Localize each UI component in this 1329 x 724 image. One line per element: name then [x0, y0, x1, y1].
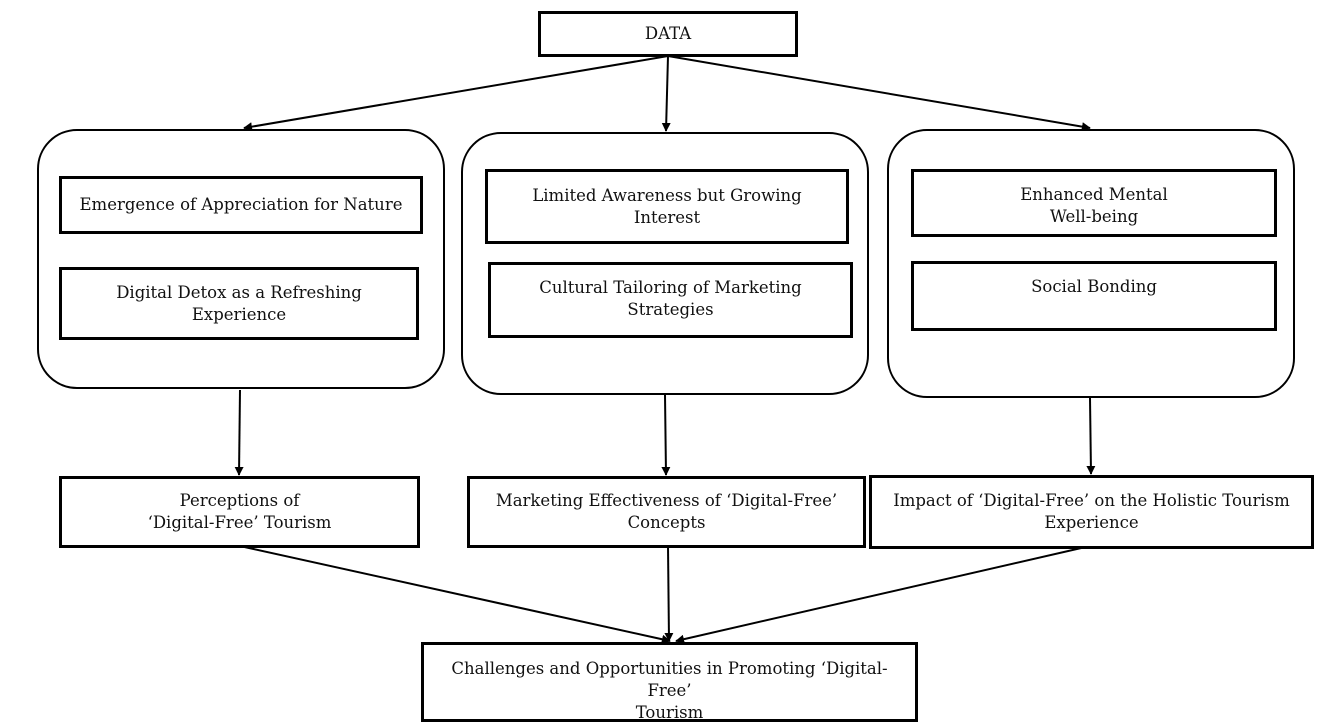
arrow-data-to-group-1 — [243, 55, 669, 132]
outcome-box-perceptions: Perceptions of ‘Digital-Free’ Tourism — [59, 476, 420, 548]
theme-box-social-bonding: Social Bonding — [911, 261, 1277, 331]
arrow-data-to-group-3 — [667, 55, 1091, 132]
outcome-box-holistic-impact: Impact of ‘Digital-Free’ on the Holistic… — [869, 475, 1314, 549]
theme-group-perceptions — [37, 129, 445, 389]
theme-box-mental-wellbeing: Enhanced Mental Well-being — [911, 169, 1277, 237]
data-root-node: DATA — [538, 11, 798, 57]
outcome-box-marketing-effectiveness: Marketing Effectiveness of ‘Digital-Free… — [467, 476, 866, 548]
outcome-label: Marketing Effectiveness of ‘Digital-Free… — [495, 491, 838, 532]
data-root-label: DATA — [644, 24, 692, 43]
arrow-group-3-to-outcome-3 — [1086, 397, 1096, 475]
theme-label: Limited Awareness but Growing Interest — [532, 186, 802, 227]
arrow-group-1-to-outcome-1 — [234, 389, 244, 476]
final-box-challenges-opportunities: Challenges and Opportunities in Promotin… — [421, 642, 918, 722]
final-label: Challenges and Opportunities in Promotin… — [451, 659, 888, 722]
theme-box-limited-awareness: Limited Awareness but Growing Interest — [485, 169, 849, 244]
arrow-group-2-to-outcome-2 — [661, 394, 671, 476]
arrow-outcome-1-to-final — [239, 545, 671, 644]
theme-label: Emergence of Appreciation for Nature — [79, 195, 403, 214]
theme-label: Social Bonding — [1031, 277, 1157, 296]
arrow-data-to-group-2 — [661, 55, 671, 132]
theme-label: Enhanced Mental Well-being — [1020, 185, 1168, 226]
theme-box-appreciation-nature: Emergence of Appreciation for Nature — [59, 176, 423, 234]
outcome-label: Impact of ‘Digital-Free’ on the Holistic… — [893, 491, 1290, 532]
theme-label: Digital Detox as a Refreshing Experience — [116, 283, 362, 324]
arrow-outcome-2-to-final — [664, 545, 674, 642]
theme-box-digital-detox: Digital Detox as a Refreshing Experience — [59, 267, 419, 340]
theme-label: Cultural Tailoring of Marketing Strategi… — [539, 278, 802, 319]
outcome-label: Perceptions of ‘Digital-Free’ Tourism — [147, 491, 332, 532]
theme-box-cultural-tailoring: Cultural Tailoring of Marketing Strategi… — [488, 262, 853, 338]
arrow-outcome-3-to-final — [675, 545, 1091, 644]
